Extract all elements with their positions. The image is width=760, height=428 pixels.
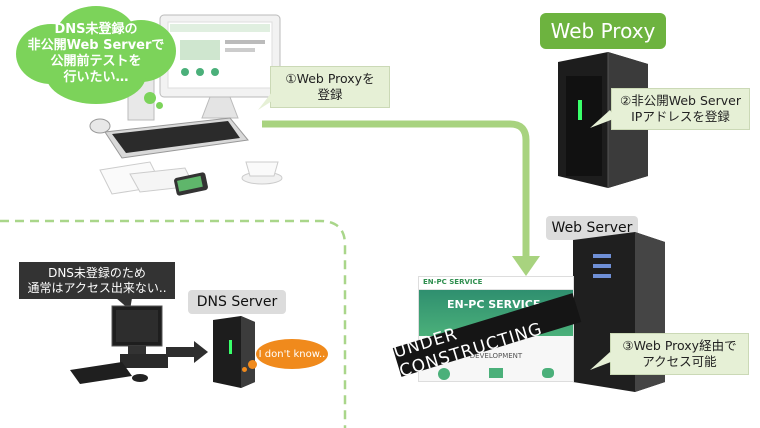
- client-pc-icon: [70, 305, 168, 384]
- monitor-icon: [488, 368, 503, 378]
- chat-icon: [541, 368, 554, 378]
- site-header-bar: EN-PC SERVICE: [419, 277, 573, 290]
- web-proxy-label: Web Proxy: [540, 13, 666, 49]
- step2-callout: ②非公開Web Server IPアドレスを登録: [611, 88, 750, 130]
- dont-know-puff-1: [248, 360, 257, 369]
- pc-to-dns-arrow: [166, 341, 208, 363]
- dont-know-bubble: I don't know..: [256, 339, 328, 369]
- dns-server-label: DNS Server: [188, 290, 286, 314]
- desktop-computer-illustration: [89, 14, 283, 196]
- dont-know-puff-2: [242, 367, 247, 372]
- thought-cloud-text: DNS未登録の 非公開Web Serverで 公開前テストを 行いたい…: [27, 22, 165, 85]
- step2-callout-tail: [590, 110, 616, 128]
- gear-icon: [438, 368, 451, 380]
- site-heading: DEVELOPMENT: [469, 352, 523, 360]
- dns-server-icon: [213, 316, 255, 388]
- step3-callout: ③Web Proxy経由で アクセス可能: [610, 333, 749, 375]
- step1-callout-tail: [258, 92, 286, 110]
- site-logo: EN-PC SERVICE: [423, 278, 483, 286]
- thought-cloud: DNS未登録の 非公開Web Serverで 公開前テストを 行いたい…: [16, 6, 176, 109]
- step1-callout: ①Web Proxyを 登録: [270, 66, 390, 108]
- step3-callout-tail: [590, 352, 616, 370]
- dont-know-text: I don't know..: [258, 348, 326, 360]
- dns-note-callout: DNS未登録のため 通常はアクセス出来ない..: [19, 262, 175, 299]
- site-icons-row: [419, 368, 573, 380]
